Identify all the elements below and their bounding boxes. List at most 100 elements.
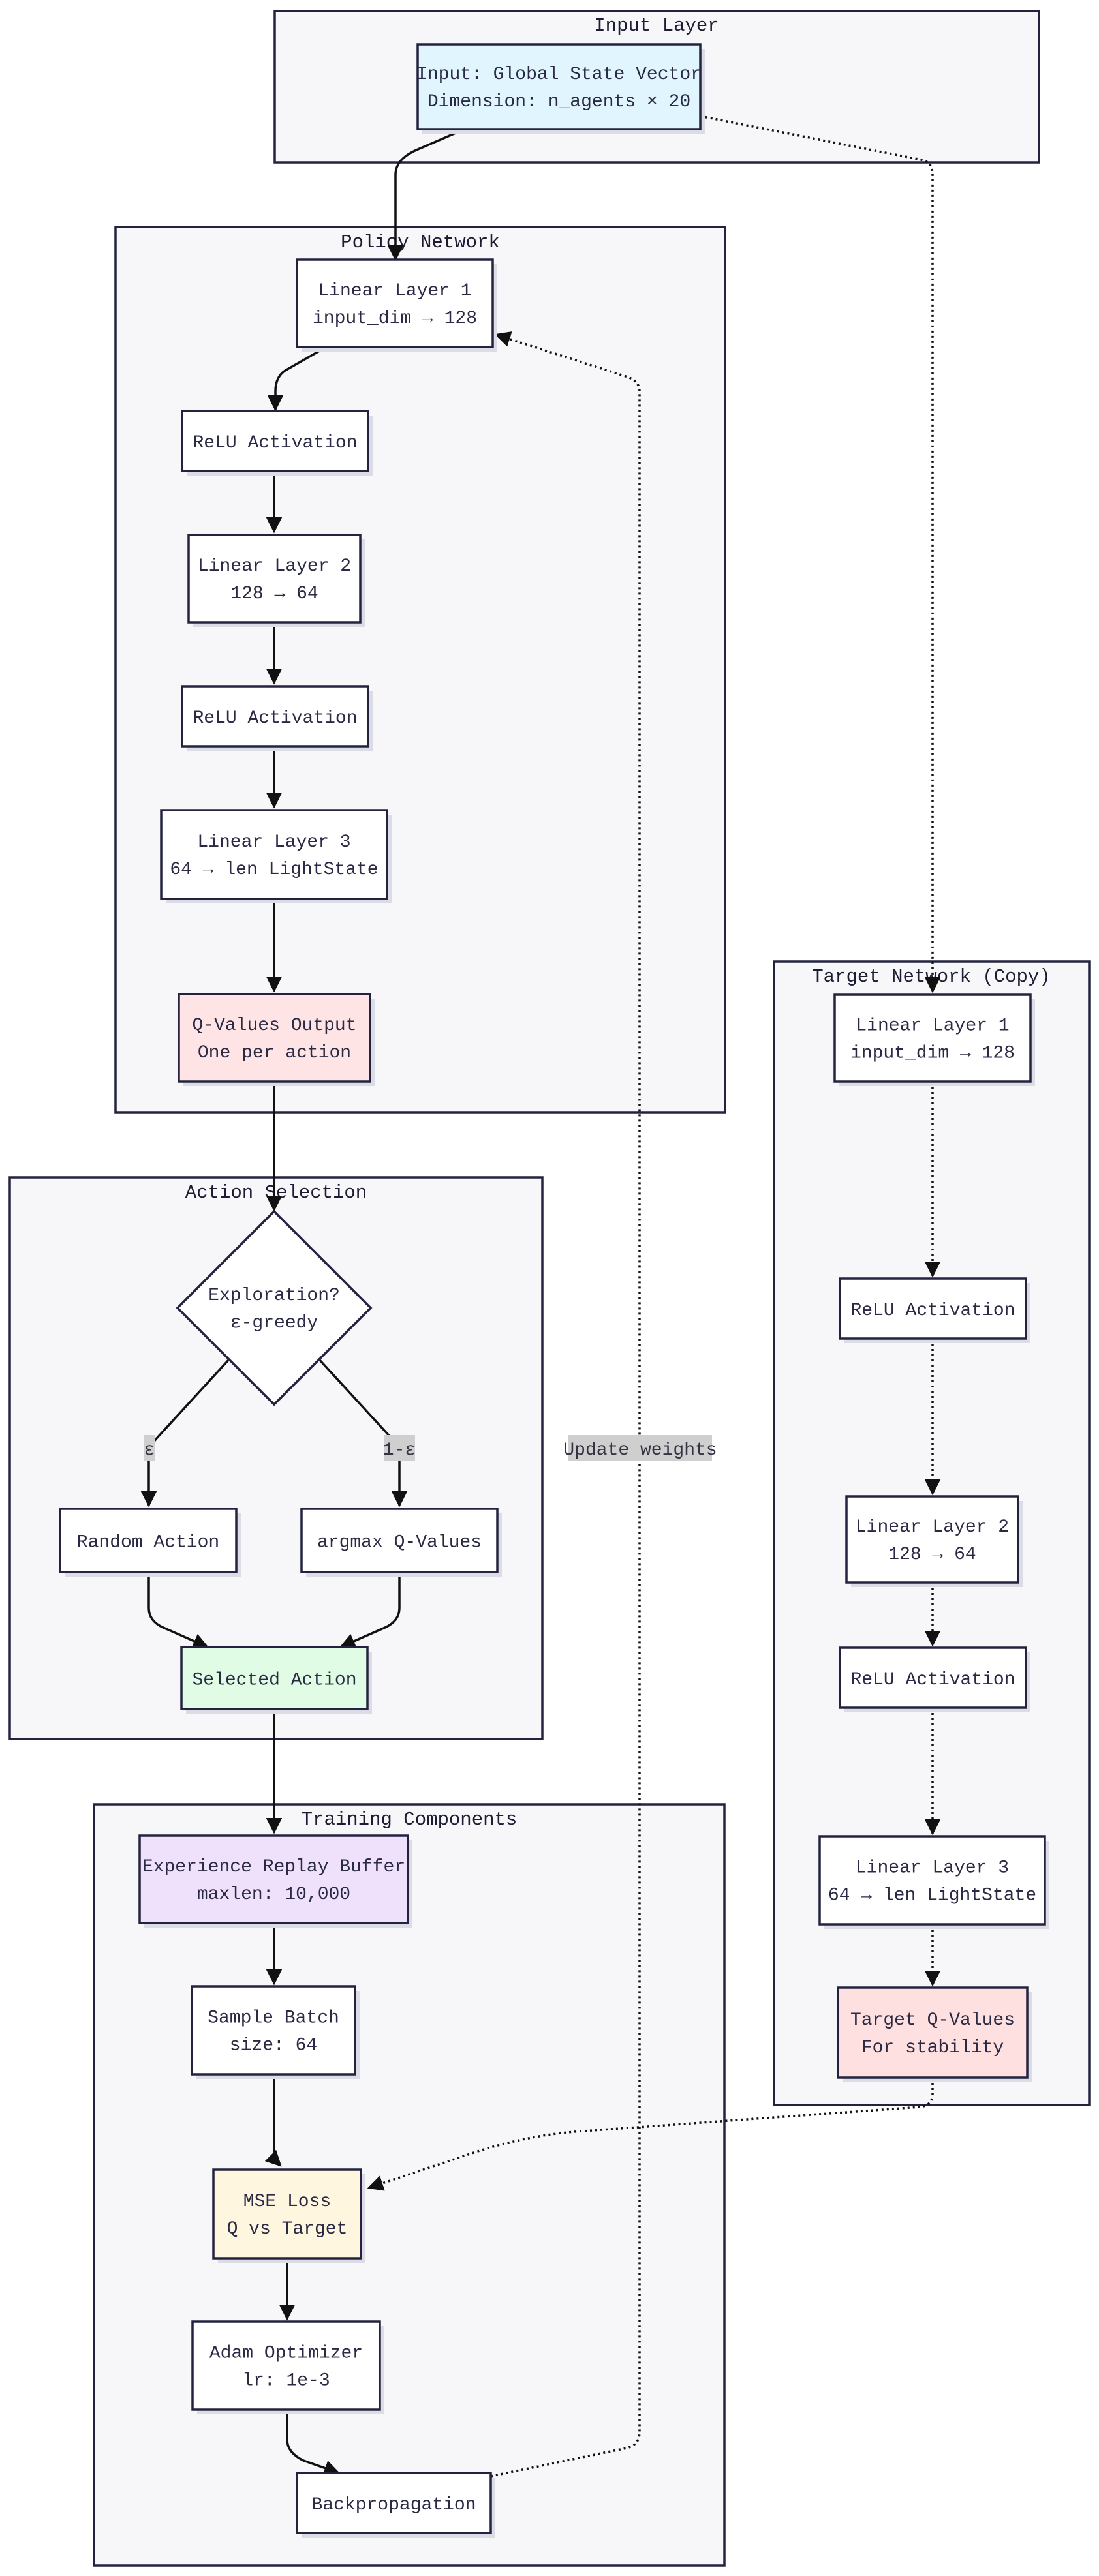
cluster-target-network-title: Target Network (Copy) [812, 966, 1050, 988]
policy-linear-layer-2-node-detail: 128 → 64 [230, 584, 318, 604]
policy-linear-layer-3-node-detail: 64 → len LightState [170, 860, 378, 880]
policy-linear-layer-1-node-title: Linear Layer 1 [318, 281, 471, 301]
target-relu-2-node-title: ReLU Activation [850, 1670, 1015, 1690]
policy-linear-layer-3-node-box [160, 809, 388, 900]
policy-linear-layer-2-node: Linear Layer 2 128 → 64 [187, 534, 365, 627]
target-linear-layer-3-node: Linear Layer 3 64 → len LightState [818, 1835, 1049, 1929]
target-linear-layer-2-node-title: Linear Layer 2 [856, 1517, 1009, 1538]
selected-action-node-title: Selected Action [192, 1671, 356, 1691]
target-linear-layer-2-node: Linear Layer 2 128 → 64 [845, 1495, 1023, 1587]
policy-linear-layer-1-node-detail: input_dim → 128 [313, 309, 477, 329]
mse-loss-node-detail: Q vs Target [227, 2219, 348, 2239]
edge-pl1-to-relu1 [267, 346, 327, 412]
random-action-node: Random Action [59, 1508, 241, 1577]
target-q-values-node-detail: For stability [861, 2038, 1004, 2058]
backpropagation-node-title: Backpropagation [311, 2495, 476, 2515]
target-relu-2-node: ReLU Activation [839, 1646, 1030, 1712]
edge-batch-to-loss [264, 2074, 282, 2167]
q-values-output-node-detail: One per action [198, 1043, 351, 1063]
cluster-training-components: Training Components [93, 1803, 726, 2567]
exploration-decision-node: Exploration? ε-greedy [176, 1209, 373, 1406]
cluster-policy-network-title: Policy Network [341, 232, 500, 253]
policy-linear-layer-2-node-box [187, 534, 362, 624]
edge-input-to-target-l1 [700, 115, 941, 993]
edge-argmax-to-selected [339, 1572, 401, 1649]
edge-label-update-weights: Update weights [563, 1435, 717, 1461]
policy-linear-layer-2-node-title: Linear Layer 2 [198, 556, 351, 577]
target-linear-layer-3-node-box [818, 1835, 1046, 1926]
target-relu-2-node-box [839, 1646, 1027, 1709]
edge-adam-to-backprop [286, 2410, 341, 2476]
q-values-output-node-box [178, 993, 371, 1083]
policy-relu-2-node: ReLU Activation [181, 685, 373, 751]
edge-random-to-selected [147, 1572, 209, 1649]
cluster-training-components-title: Training Components [302, 1809, 518, 1830]
argmax-q-values-node-title: argmax Q-Values [317, 1533, 482, 1553]
policy-relu-2-node-title: ReLU Activation [193, 708, 357, 729]
experience-replay-buffer-node-box [138, 1834, 409, 1924]
adam-optimizer-node-box [191, 2320, 381, 2411]
adam-optimizer-node: Adam Optimizer lr: 1e-3 [191, 2320, 384, 2414]
input-node-title: Input: Global State Vector [416, 65, 702, 85]
target-q-values-node-box [837, 1986, 1029, 2079]
selected-action-node-box [180, 1646, 369, 1710]
exploration-decision-node-detail: ε-greedy [230, 1313, 318, 1333]
backpropagation-node-box [296, 2472, 492, 2534]
policy-relu-2-node-box [181, 685, 369, 748]
target-linear-layer-1-node-title: Linear Layer 1 [856, 1016, 1009, 1037]
svg-text:Update weights: Update weights [563, 1440, 717, 1461]
target-linear-layer-1-node-detail: input_dim → 128 [850, 1044, 1015, 1064]
target-linear-layer-2-node-box [845, 1495, 1019, 1584]
experience-replay-buffer-node-detail: maxlen: 10,000 [197, 1885, 350, 1905]
edge-label-epsilon: ε [144, 1435, 155, 1461]
adam-optimizer-node-detail: lr: 1e-3 [242, 2371, 330, 2391]
sample-batch-node-title: Sample Batch [208, 2008, 339, 2029]
sample-batch-node: Sample Batch size: 64 [191, 1985, 360, 2079]
input-node-detail: Dimension: n_agents × 20 [427, 92, 690, 112]
target-relu-1-node-title: ReLU Activation [850, 1301, 1015, 1321]
random-action-node-box [59, 1508, 238, 1573]
policy-linear-layer-3-node: Linear Layer 3 64 → len LightState [160, 809, 392, 903]
sample-batch-node-box [191, 1985, 356, 2076]
target-linear-layer-1-node-box [833, 993, 1032, 1083]
policy-linear-layer-3-node-title: Linear Layer 3 [197, 832, 350, 853]
target-relu-1-node-box [839, 1277, 1027, 1340]
argmax-q-values-node: argmax Q-Values [300, 1508, 502, 1577]
sample-batch-node-detail: size: 64 [230, 2036, 317, 2056]
target-linear-layer-3-node-title: Linear Layer 3 [856, 1858, 1009, 1879]
selected-action-node: Selected Action [180, 1646, 372, 1714]
q-values-output-node-title: Q-Values Output [192, 1016, 356, 1036]
policy-relu-1-node-box [181, 410, 369, 472]
policy-relu-1-node-title: ReLU Activation [193, 433, 357, 453]
experience-replay-buffer-node: Experience Replay Buffer maxlen: 10,000 [138, 1834, 412, 1928]
input-node-box [416, 43, 702, 130]
exploration-decision-node-shape [176, 1209, 373, 1406]
cluster-policy-network: Policy Network [114, 226, 726, 1114]
target-linear-layer-1-node: Linear Layer 1 input_dim → 128 [833, 993, 1035, 1086]
mse-loss-node: MSE Loss Q vs Target [212, 2168, 365, 2263]
edge-label-one-minus-epsilon: 1-ε [383, 1435, 416, 1461]
target-linear-layer-2-node-detail: 128 → 64 [888, 1545, 976, 1565]
mse-loss-node-title: MSE Loss [243, 2192, 331, 2212]
experience-replay-buffer-node-title: Experience Replay Buffer [142, 1857, 405, 1877]
svg-text:1-ε: 1-ε [383, 1440, 416, 1461]
target-linear-layer-3-node-detail: 64 → len LightState [828, 1886, 1036, 1906]
target-relu-1-node: ReLU Activation [839, 1277, 1030, 1343]
mse-loss-node-box [212, 2168, 362, 2260]
edge-input-to-policy-l1 [387, 128, 465, 262]
backpropagation-node: Backpropagation [296, 2472, 495, 2538]
random-action-node-title: Random Action [77, 1533, 219, 1553]
svg-text:ε: ε [144, 1440, 155, 1461]
target-q-values-node-title: Target Q-Values [850, 2010, 1015, 2031]
policy-linear-layer-1-node: Linear Layer 1 input_dim → 128 [296, 258, 497, 352]
adam-optimizer-node-title: Adam Optimizer [209, 2344, 363, 2364]
exploration-decision-node-title: Exploration? [208, 1286, 340, 1306]
cluster-input-layer-title: Input Layer [594, 15, 719, 37]
policy-linear-layer-1-node-box [296, 258, 494, 348]
